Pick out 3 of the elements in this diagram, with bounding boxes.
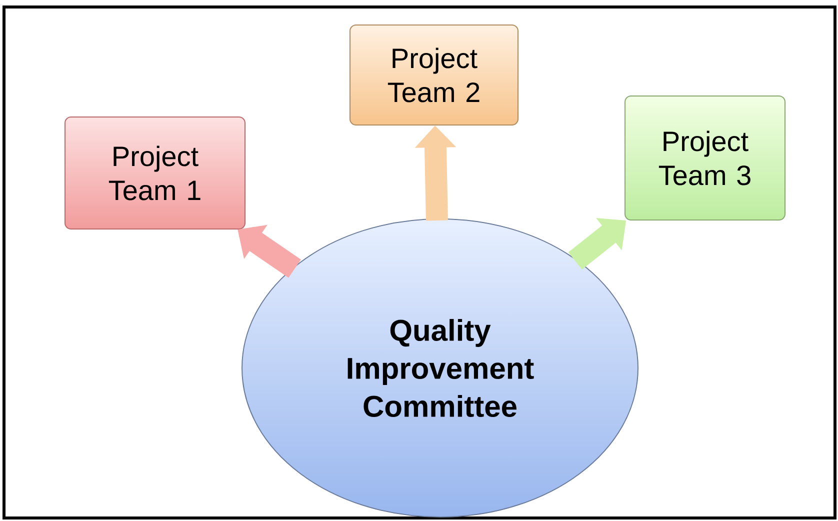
team-box: Project Team 3 xyxy=(624,96,786,220)
team-box: Project Team 1 xyxy=(64,116,246,230)
team-box: Project Team 2 xyxy=(350,24,518,126)
